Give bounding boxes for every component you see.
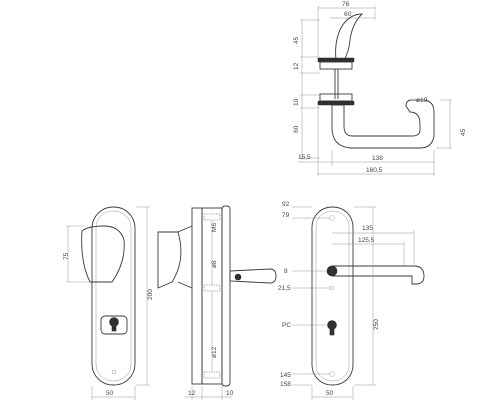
dim-diameter-19: ø19 <box>416 97 428 104</box>
dim-10: 10 <box>293 98 300 106</box>
dim-8: 8 <box>284 268 288 275</box>
handle-elevation-view: 76 60 45 12 10 60 45 ø19 <box>293 1 467 176</box>
knob-plate-view: 75 200 50 <box>63 206 154 400</box>
dim-50-left: 50 <box>106 390 114 397</box>
dim-145: 145 <box>280 372 291 379</box>
dim-160-5: 160,5 <box>366 167 383 174</box>
dim-76: 76 <box>342 1 350 8</box>
label-diameter-12: ø12 <box>211 346 218 358</box>
label-m6: M6 <box>211 223 218 232</box>
dim-45-right: 45 <box>460 128 467 136</box>
front-lever-view: 92 79 8 21,5 PC 145 158 135 125,5 250 50 <box>278 201 425 400</box>
dim-125-5: 125,5 <box>358 237 375 244</box>
dim-79: 79 <box>282 212 290 219</box>
dim-135: 135 <box>362 225 373 232</box>
side-profile-view: M6 ø8 ø12 12 10 <box>157 205 277 400</box>
dim-200: 200 <box>147 289 154 300</box>
dim-45: 45 <box>293 36 300 44</box>
dim-60: 60 <box>344 11 352 18</box>
dim-250: 250 <box>373 319 380 330</box>
dim-138: 138 <box>372 155 383 162</box>
dim-50-right: 50 <box>326 390 334 397</box>
dim-60-vertical: 60 <box>293 125 300 133</box>
dim-75: 75 <box>63 252 70 260</box>
dim-10-bottom: 10 <box>226 390 234 397</box>
dim-12: 12 <box>293 62 300 70</box>
dim-15-5: 15,5 <box>298 154 311 161</box>
dim-92: 92 <box>282 201 290 208</box>
dim-158: 158 <box>280 381 291 388</box>
dim-12-bottom: 12 <box>188 390 196 397</box>
label-pc: PC <box>282 322 291 329</box>
label-diameter-8: ø8 <box>211 260 218 268</box>
dim-21-5: 21,5 <box>278 285 291 292</box>
